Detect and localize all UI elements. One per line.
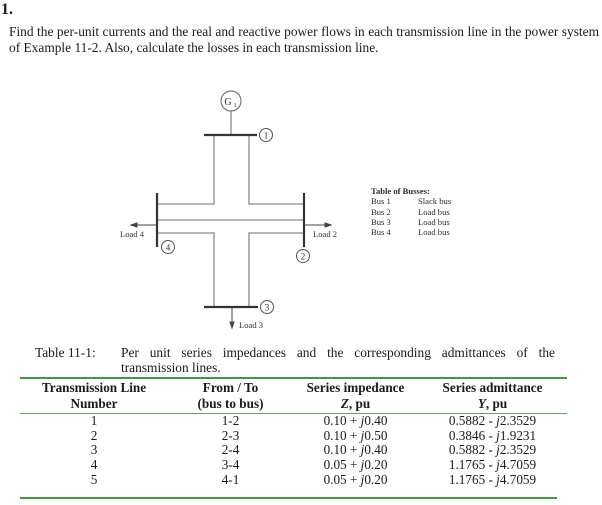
table-header-rule [20, 413, 567, 414]
load-3-label: Load 3 [239, 320, 263, 330]
header-series-impedance: Series impedance Z, pu [306, 380, 405, 411]
header-line-number: Transmission Line Number [41, 380, 147, 411]
table-caption: Table 11-1: Per unit series impedances a… [35, 345, 555, 375]
svg-text:1: 1 [234, 103, 237, 109]
table-row: 1 1-2 0.10 + j0.40 0.5882 - j2.3529 [20, 412, 567, 429]
bus-table-row: Bus 2 Load bus [371, 207, 451, 217]
load-4-label: Load 4 [120, 229, 145, 239]
cell-from-to: 2-4 [221, 442, 240, 458]
cell-impedance: 0.10 + j0.40 [323, 413, 388, 428]
table-row: 4 3-4 0.05 + j0.20 1.1765 - j4.7059 [20, 457, 567, 473]
problem-statement: Find the per-unit currents and the real … [9, 24, 599, 55]
problem-number: 1. [1, 1, 13, 18]
svg-text:4: 4 [166, 243, 171, 253]
load-2-label: Load 2 [313, 229, 337, 239]
cell-admittance: 1.1765 - j4.7059 [448, 457, 537, 473]
line-4-1 [157, 135, 215, 205]
bus-type: Slack bus [418, 196, 452, 207]
table-row: 5 4-1 0.05 + j0.20 1.1765 - j4.7059 [20, 471, 567, 488]
bus-name: Bus 1 [371, 196, 391, 207]
cell-line-number: 2 [90, 427, 98, 443]
cell-admittance: 0.5882 - j2.3529 [448, 413, 537, 428]
table-header-row: Transmission Line Number From / To (bus … [20, 379, 567, 412]
cell-from-to: 2-3 [221, 427, 240, 443]
cell-admittance: 1.1765 - j4.7059 [448, 471, 537, 487]
generator-icon: G 1 [220, 90, 242, 112]
cell-from-to: 3-4 [221, 457, 240, 473]
header-from-to: From / To (bus to bus) [197, 380, 264, 411]
line-3-4 [157, 232, 215, 307]
bus-table-row: Bus 3 Load bus [371, 217, 451, 227]
bus-name: Bus 3 [371, 216, 391, 227]
load-4-arrow-icon [129, 222, 157, 228]
table-caption-text: Per unit series impedances and the corre… [121, 345, 555, 375]
bus-table-row: Bus 4 Load bus [371, 227, 451, 237]
bus-type: Load bus [418, 206, 450, 217]
bus-4-number-icon: 4 [161, 240, 175, 254]
cell-impedance: 0.10 + j0.40 [323, 442, 388, 458]
table-bottom-rule [20, 497, 557, 499]
line-impedance-table: Transmission Line Number From / To (bus … [20, 379, 567, 488]
cell-impedance: 0.05 + j0.20 [323, 457, 388, 473]
load-3-arrow-icon [229, 307, 235, 330]
cell-impedance: 0.10 + j0.50 [323, 427, 388, 443]
transmission-lines [157, 111, 304, 307]
svg-text:2: 2 [301, 252, 306, 262]
bus-2-number-icon: 2 [296, 249, 310, 263]
cell-line-number: 4 [90, 457, 98, 473]
bus-table-row: Bus 1 Slack bus [371, 196, 451, 206]
bus-name: Bus 2 [371, 206, 391, 217]
bus-1-number-icon: 1 [259, 128, 273, 142]
bus-type: Load bus [418, 227, 450, 238]
power-system-diagram: G 1 1 2 3 4 Load 2 Load 4 Load 3 [120, 90, 337, 330]
bus-3-number-icon: 3 [260, 300, 274, 314]
table-caption-label: Table 11-1: [35, 345, 96, 360]
bus-type-table: Table of Busses: Bus 1 Slack bus Bus 2 L… [371, 186, 451, 237]
buses [155, 133, 306, 309]
cell-impedance: 0.05 + j0.20 [323, 471, 388, 487]
cell-line-number: 3 [90, 442, 98, 458]
cell-admittance: 0.5882 - j2.3529 [448, 442, 537, 458]
svg-text:G: G [224, 97, 231, 108]
cell-from-to: 4-1 [221, 471, 240, 487]
header-series-admittance: Series admittance Y, pu [442, 380, 543, 411]
cell-line-number: 1 [90, 413, 98, 428]
svg-text:1: 1 [264, 131, 269, 141]
cell-line-number: 5 [90, 471, 98, 487]
bus-type: Load bus [418, 216, 450, 227]
table-top-rule [20, 377, 567, 379]
table-row: 3 2-4 0.10 + j0.40 0.5882 - j2.3529 [20, 443, 567, 458]
load-2-arrow-icon [304, 222, 333, 228]
line-1-2 [248, 135, 304, 205]
line-2-3 [248, 232, 304, 307]
cell-from-to: 1-2 [221, 413, 240, 428]
bus-name: Bus 4 [371, 227, 391, 238]
svg-text:3: 3 [265, 303, 270, 313]
bus-table-title: Table of Busses: [371, 186, 430, 196]
cell-admittance: 0.3846 - j1.9231 [448, 427, 537, 443]
table-row: 2 2-3 0.10 + j0.50 0.3846 - j1.9231 [20, 427, 567, 444]
